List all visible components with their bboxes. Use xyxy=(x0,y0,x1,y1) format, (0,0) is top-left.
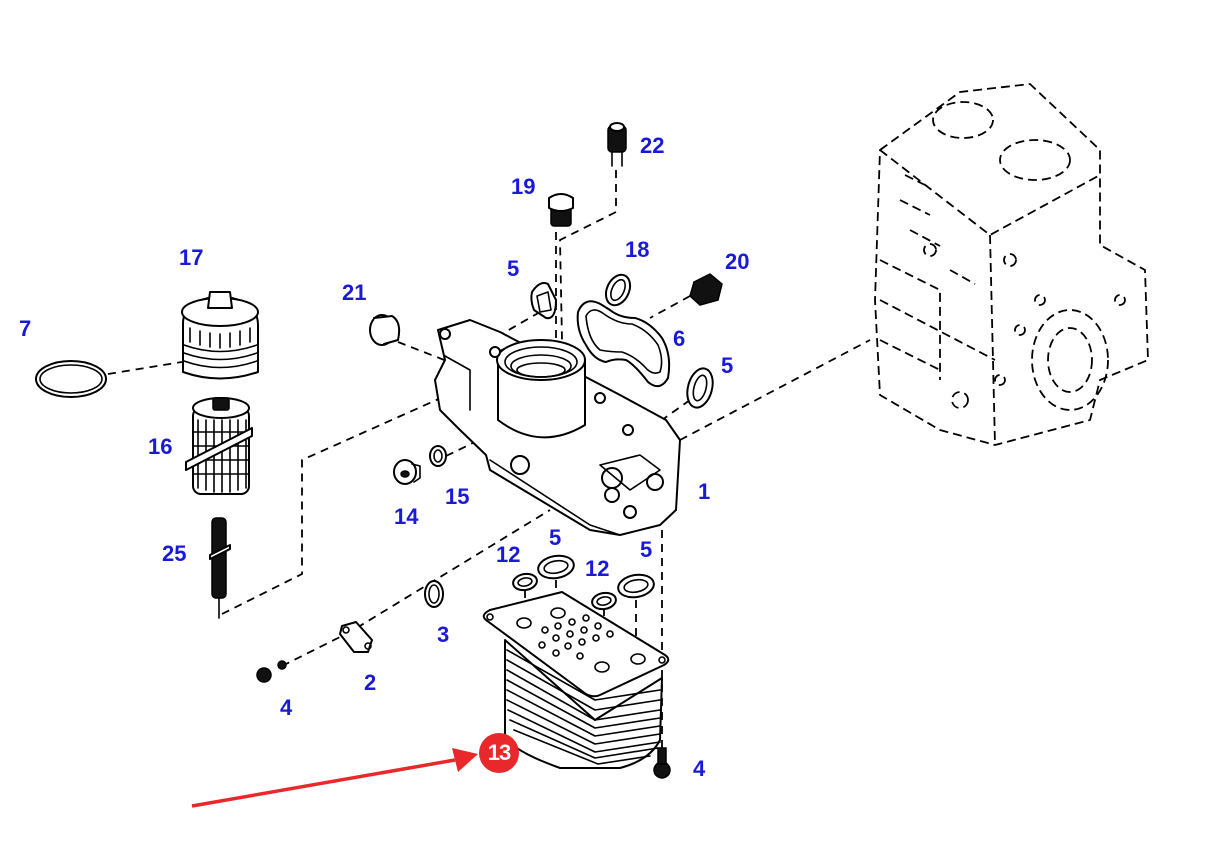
part-label-17[interactable]: 17 xyxy=(179,245,204,270)
part-label-5[interactable]: 5 xyxy=(721,353,734,378)
plug-19 xyxy=(548,193,574,227)
seal-5-top xyxy=(530,282,557,320)
o-ring-7 xyxy=(35,360,107,398)
engine-block xyxy=(874,83,1149,446)
filter-cap-17 xyxy=(181,291,259,380)
part-label-18[interactable]: 18 xyxy=(625,237,650,262)
part-label-5[interactable]: 5 xyxy=(549,525,562,550)
part-label-12[interactable]: 12 xyxy=(496,542,521,567)
part-label-6[interactable]: 6 xyxy=(673,326,686,351)
bolt-4-right xyxy=(653,747,671,779)
cover-plate-2 xyxy=(339,621,373,653)
seal-ring-3 xyxy=(424,580,444,608)
filter-element-16 xyxy=(185,397,253,495)
part-label-3[interactable]: 3 xyxy=(437,622,450,647)
seal-5-center xyxy=(537,554,575,580)
bolt-4-left xyxy=(256,660,287,683)
pressure-switch-22 xyxy=(607,122,627,167)
part-label-14[interactable]: 14 xyxy=(394,504,419,529)
seal-5-lower-right xyxy=(617,573,655,599)
part-label-7[interactable]: 7 xyxy=(19,316,32,341)
part-label-16[interactable]: 16 xyxy=(148,434,173,459)
gasket-6 xyxy=(576,300,671,388)
part-label-25[interactable]: 25 xyxy=(162,541,187,566)
highlight-arrow xyxy=(191,748,478,808)
part-label-4[interactable]: 4 xyxy=(280,695,293,720)
part-label-5[interactable]: 5 xyxy=(507,256,520,281)
seal-12-left xyxy=(512,572,538,592)
part-label-20[interactable]: 20 xyxy=(725,249,750,274)
oil-cooler-13 xyxy=(482,591,670,769)
seal-ring-15 xyxy=(429,445,447,467)
part-label-4[interactable]: 4 xyxy=(693,756,706,781)
seal-12-right xyxy=(591,591,617,611)
part-label-12[interactable]: 12 xyxy=(585,556,610,581)
highlighted-part-callout[interactable]: 13 xyxy=(479,733,519,773)
part-label-2[interactable]: 2 xyxy=(364,670,377,695)
screen-plug-20 xyxy=(689,273,723,306)
part-label-19[interactable]: 19 xyxy=(511,174,536,199)
cap-21 xyxy=(369,314,401,346)
spring-rod-25 xyxy=(209,517,231,619)
drain-plug-14 xyxy=(393,459,421,485)
seal-5-right xyxy=(686,367,714,409)
part-label-15[interactable]: 15 xyxy=(445,484,470,509)
oil-filter-housing-1 xyxy=(434,319,681,536)
part-label-21[interactable]: 21 xyxy=(342,280,367,305)
part-label-1[interactable]: 1 xyxy=(698,479,711,504)
part-label-22[interactable]: 22 xyxy=(640,133,665,158)
part-label-5[interactable]: 5 xyxy=(640,537,653,562)
seal-ring-18 xyxy=(604,273,632,307)
